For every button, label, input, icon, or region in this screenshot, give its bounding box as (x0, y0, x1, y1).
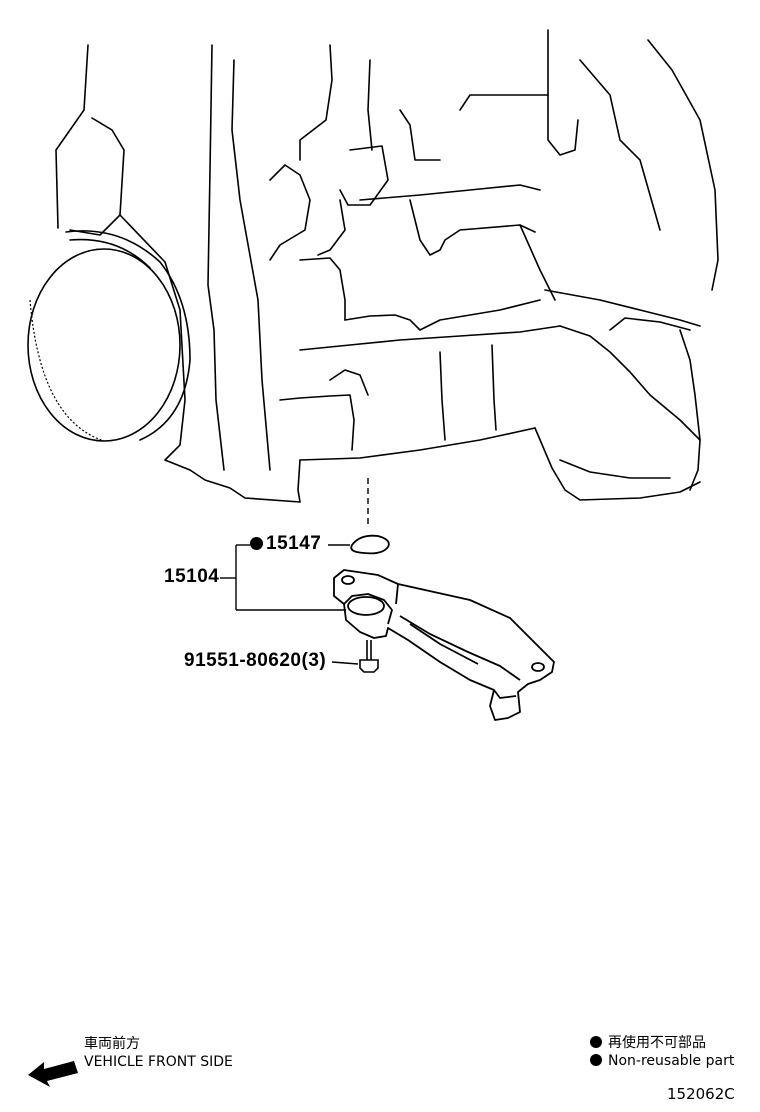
bolt-callout: 91551-80620(3) (184, 650, 326, 672)
non-reusable-dot-icon (250, 537, 263, 550)
support-part-number: 15104 (164, 566, 220, 587)
engine-block-illustration (27, 29, 719, 503)
filled-dot-icon (590, 1036, 602, 1048)
front-label-en: VEHICLE FRONT SIDE (84, 1054, 233, 1070)
bolt-quantity: (3) (301, 650, 327, 671)
oil-pan-support-part (333, 569, 555, 721)
bolt-part (359, 640, 379, 673)
bolt-part-number: 91551-80620 (184, 650, 302, 671)
front-label-jp: 車両前方 (84, 1036, 140, 1052)
gasket-callout: 15147 (250, 533, 321, 555)
legend-jp: 再使用不可部品 (590, 1032, 706, 1052)
gasket-part-number: 15147 (266, 533, 322, 554)
support-callout: 15104 (164, 566, 219, 588)
assembly-bracket (220, 544, 346, 611)
illustration-id: 152062C (667, 1085, 735, 1103)
crank-pulley (27, 248, 181, 442)
legend-jp-text: 再使用不可部品 (608, 1035, 706, 1051)
filled-dot-icon (590, 1054, 602, 1066)
bolt-leader-line (331, 661, 359, 665)
front-arrow-icon (28, 1061, 78, 1087)
legend-en: Non-reusable part (590, 1053, 734, 1069)
gasket-part (350, 534, 390, 555)
legend-en-text: Non-reusable part (608, 1053, 735, 1069)
